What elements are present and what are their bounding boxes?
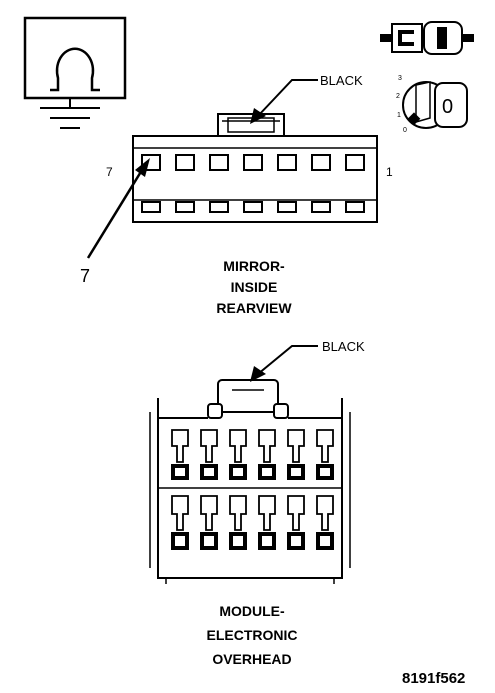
overhead-title-line3: OVERHEAD [212,651,291,667]
overhead-title-line2: ELECTRONIC [207,627,298,643]
overhead-terminal-row-bottom [171,495,334,550]
overhead-connector [149,379,351,584]
connector-plug-icon [380,21,474,55]
figure-id: 8191f562 [402,670,465,687]
overhead-terminal-row-top [171,429,334,480]
mirror-callout-arrow [250,79,318,124]
ignition-position-1: 1 [397,112,401,119]
mirror-pin-right-label: 1 [386,165,393,179]
overhead-callout-arrow [250,345,318,382]
mirror-pin-row-bottom [141,201,365,213]
ignition-switch-icon: 3 2 1 0 0 [396,75,468,134]
ignition-position-2: 2 [396,93,400,100]
mirror-title-line1: MIRROR- [223,258,285,274]
ignition-position-3: 3 [398,75,402,82]
overhead-callout-label: BLACK [322,339,365,354]
overhead-title-line1: MODULE- [219,603,285,619]
mirror-connector [132,113,378,223]
ground-ohm-icon [23,16,127,129]
mirror-title-line3: REARVIEW [216,300,292,316]
mirror-title-line2: INSIDE [231,279,278,295]
mirror-callout-label: BLACK [320,73,363,88]
ignition-key-label: 0 [442,96,453,118]
mirror-pin-row-top [141,154,365,171]
mirror-pin-pointer-arrow [86,158,150,259]
ignition-position-0: 0 [403,127,407,134]
mirror-pin-left-label: 7 [106,165,113,179]
mirror-pin-pointer-label: 7 [80,266,90,286]
